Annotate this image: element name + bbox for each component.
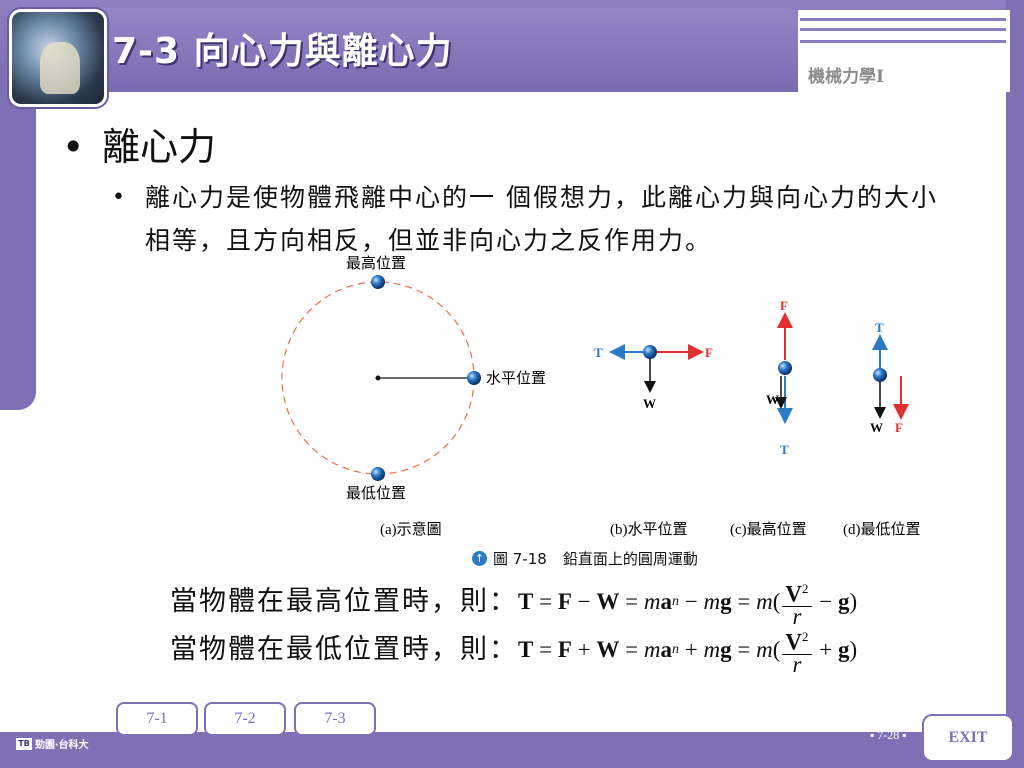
label-T: T <box>875 320 884 335</box>
figure-arrow-icon: ↑ <box>472 551 487 566</box>
label-T: T <box>780 442 789 457</box>
publisher-logo: TB 勁園‧台科大 <box>16 736 88 751</box>
slide-content <box>36 92 1006 732</box>
equation-bottom-text: 當物體在最低位置時，則： <box>170 633 518 665</box>
ball-horizontal <box>467 371 481 385</box>
ball-d <box>873 368 887 382</box>
label-F: F <box>780 298 788 313</box>
label-T: T <box>594 345 603 360</box>
label-top: 最高位置 <box>346 254 406 272</box>
bullet-icon: • <box>112 185 127 210</box>
bullet-heading-text: 離心力 <box>102 125 217 169</box>
page-number: ▪ 7-28 ▪ <box>870 728 907 742</box>
header-panel <box>798 10 1010 92</box>
tab-7-2[interactable]: 7-2 <box>204 702 286 736</box>
bullet-body-text: 離心力是使物體飛離中心的一 個假想力，此離心力與向心力的大小相等，且方向相反，但… <box>145 183 938 255</box>
left-frame <box>0 60 36 410</box>
label-W: W <box>643 396 656 411</box>
caption-d: (d)最低位置 <box>843 521 921 538</box>
circular-motion-figure: 最高位置 水平位置 最低位置 (a)示意圖 T F W (b)水平位置 F W … <box>281 254 921 538</box>
bullet-heading: • 離心力 <box>62 116 216 171</box>
publisher-name: 勁園‧台科大 <box>35 740 89 751</box>
logo-icon: TB <box>16 737 32 750</box>
label-bottom: 最低位置 <box>346 484 406 502</box>
footer-bar <box>0 732 1024 768</box>
label-F: F <box>705 345 713 360</box>
header-line <box>800 18 1006 21</box>
caption-b: (b)水平位置 <box>610 521 688 538</box>
header-line <box>800 28 1006 31</box>
ball-c <box>778 361 792 375</box>
ball-b <box>643 345 657 359</box>
label-horizontal: 水平位置 <box>486 369 546 387</box>
label-W: W <box>766 392 779 407</box>
label-W: W <box>870 420 883 435</box>
figure-title: 鉛直面上的圓周運動 <box>562 550 698 568</box>
bullet-icon: • <box>62 125 85 169</box>
equation-top-text: 當物體在最高位置時，則： <box>170 585 518 617</box>
page-title: 7-3 向心力與離心力 <box>112 31 453 72</box>
header-photo <box>9 9 107 107</box>
course-name: 機械力學I <box>808 67 884 87</box>
tab-7-3[interactable]: 7-3 <box>294 702 376 736</box>
caption-c: (c)最高位置 <box>730 521 807 538</box>
title-banner <box>98 8 798 88</box>
header-line <box>800 40 1006 43</box>
caption-a: (a)示意圖 <box>380 520 442 538</box>
bullet-body: • 離心力是使物體飛離中心的一 個假想力，此離心力與向心力的大小相等，且方向相反… <box>112 176 942 262</box>
ball-bottom <box>371 467 385 481</box>
tab-7-1[interactable]: 7-1 <box>116 702 198 736</box>
exit-button[interactable]: EXIT <box>924 716 1012 760</box>
label-F: F <box>895 420 903 435</box>
figure-number: 圖 7-18 <box>493 550 547 568</box>
figure-caption: ↑ 圖 7-18 鉛直面上的圓周運動 <box>472 548 698 569</box>
ball-top <box>371 275 385 289</box>
